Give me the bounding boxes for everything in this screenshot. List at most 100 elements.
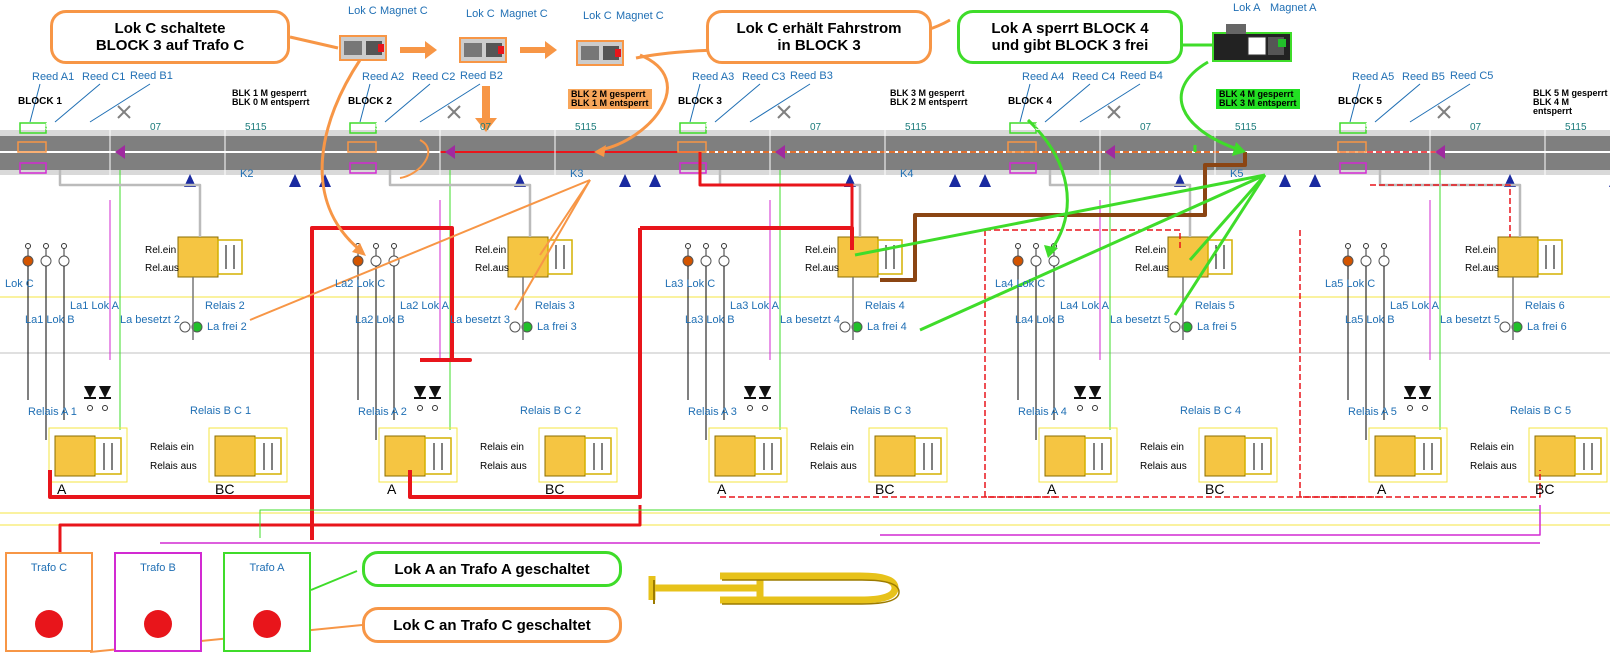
- block-4-diode-term-0: [1077, 405, 1083, 411]
- block-3-k-label: K4: [900, 168, 914, 180]
- arrow-orange-frei3: [514, 179, 591, 311]
- trafo-b: Trafo B: [114, 552, 202, 652]
- block-3-la-frei: La frei 4: [867, 321, 907, 333]
- block-4-la-frei: La frei 5: [1197, 321, 1237, 333]
- block-5-label: BLOCK 5: [1338, 96, 1382, 107]
- block-1-ctrl-relay-coil: [217, 239, 243, 275]
- block-1-dir-arrow: [115, 145, 125, 159]
- block-4-relais-ein: Relais ein: [1140, 442, 1184, 453]
- block-4-reed-ptr-1: [1019, 83, 1031, 123]
- block-2-wire-gray-loop: [388, 170, 532, 237]
- block-1-reed-1: Reed A1: [32, 71, 75, 83]
- block-3-relay-a-body: [714, 435, 756, 477]
- arrow-orange-k3: [599, 53, 669, 152]
- block-2-dir-arrow: [445, 145, 455, 159]
- block-2-lamp-1: [370, 255, 382, 267]
- block-4-lamp-0: [1012, 255, 1024, 267]
- block-5-lamp-2: [1378, 255, 1390, 267]
- block-1-signal-2: [289, 174, 301, 187]
- block-5-status-1: BLK 5 M gesperrt: [1533, 88, 1608, 98]
- block-3-relay-bc-coil: [914, 437, 942, 475]
- arrow-orange-head-1: [594, 145, 606, 157]
- block-5-lamp-0: [1342, 255, 1354, 267]
- block-5-la-lok-a: La5 Lok A: [1390, 300, 1439, 312]
- block-4-lamp-top-0: [1015, 243, 1021, 249]
- block-1-la-lok-c: Lok C: [5, 278, 34, 290]
- block-4-rel-aus: Rel.aus: [1135, 263, 1169, 274]
- block-4-la-besetzt: La besetzt 5: [1110, 314, 1170, 326]
- block-3-diode-1: [759, 386, 771, 398]
- block-4-relay-bc-coil: [1244, 437, 1272, 475]
- block-1-reed-3: Reed B1: [130, 70, 173, 82]
- block-2-code-3: 5115: [575, 122, 597, 133]
- block-5-relay-a-letter: A: [1377, 481, 1387, 497]
- block-1-status-1: BLK 1 M gesperrt: [232, 88, 307, 98]
- lok-a-label: Lok A: [1233, 2, 1261, 14]
- block-3-lamp-1: [700, 255, 712, 267]
- block-2-lamp-top-1: [373, 243, 379, 249]
- block-1-lamp-top-0: [25, 243, 31, 249]
- block-1-reed-ptr-3: [89, 83, 151, 123]
- block-5-reed-box-3: [1337, 141, 1367, 153]
- block-1-relay-bc-coil: [254, 437, 282, 475]
- block-1-diode-term-1: [102, 405, 108, 411]
- lok-c-label-3: Lok C: [583, 10, 612, 22]
- callout-lok-a-sperrt: Lok A sperrt BLOCK 4 und gibt BLOCK 3 fr…: [957, 10, 1183, 64]
- block-3-x-mark-b: [777, 105, 791, 119]
- block-5-relais-a-label: Relais A 5: [1348, 406, 1397, 418]
- block-1-relay-bc-frame: [208, 427, 288, 483]
- block-4-reed-1: Reed A4: [1022, 71, 1065, 83]
- block-3-lamp-besetzt: [839, 321, 851, 333]
- arrow-loco-down: [475, 86, 497, 132]
- block-3-relay-a-letter: A: [717, 481, 727, 497]
- arrow-orange-frei2: [249, 179, 591, 321]
- block-4-diode-0: [1074, 386, 1086, 398]
- block-5-relais-ein: Relais ein: [1470, 442, 1514, 453]
- block-4-status-1: BLK 4 M gesperrt: [1219, 89, 1294, 99]
- callout-lok-a-trafo: Lok A an Trafo A geschaltet: [362, 551, 622, 587]
- block-5-dir-arrow: [1435, 145, 1445, 159]
- block-2-relay-a-frame: [378, 427, 458, 483]
- block-2-status-1: BLK 2 M gesperrt: [571, 89, 646, 99]
- green-bus: [259, 509, 1540, 538]
- block-5-reed-3: Reed C5: [1450, 70, 1494, 82]
- callout-lok-c-fahrstrom: Lok C erhält Fahrstrom in BLOCK 3: [706, 10, 932, 64]
- block-3-relay-ctrl-label: Relais 4: [865, 300, 905, 312]
- block-4-rel-ein: Rel.ein: [1135, 245, 1167, 256]
- block-2-signal-2: [619, 174, 631, 187]
- dashed-red-5: [720, 470, 1541, 498]
- block-1-diode-1: [99, 386, 111, 398]
- block-5-code-2: 07: [1470, 122, 1482, 133]
- block-2-lamp-0: [352, 255, 364, 267]
- block-4-wire-gray-loop: [1048, 170, 1192, 237]
- logo-right-loop: [720, 572, 899, 604]
- arrow-orange-callout-left: [289, 35, 339, 50]
- block-2-relay-bc-coil: [584, 437, 612, 475]
- block-2-la-frei: La frei 3: [537, 321, 577, 333]
- block-4-relay-a-body: [1044, 435, 1086, 477]
- block-5-ctrl-relay-coil: [1537, 239, 1563, 275]
- block-2-reed-box-3: [347, 141, 377, 153]
- callout-lok-c-block3: Lok C schaltete BLOCK 3 auf Trafo C: [50, 10, 290, 64]
- block-5-lamp-frei: [1511, 321, 1523, 333]
- block-2-reed-3: Reed B2: [460, 70, 503, 82]
- block-5-x-mark-b: [1437, 105, 1451, 119]
- dashed-red-3: [1370, 184, 1511, 237]
- block-3-reed-box-2: [679, 162, 707, 174]
- arrow-green-curve-la4: [1026, 118, 1069, 253]
- block-4-lamp-top-1: [1033, 243, 1039, 249]
- block-1-relais-a-label: Relais A 1: [28, 406, 77, 418]
- block-2-la-besetzt: La besetzt 3: [450, 314, 510, 326]
- loco-c-body-0: [344, 41, 362, 55]
- block-5-status-2: BLK 4 M entsperrt: [1533, 97, 1573, 116]
- block-2-la-lok-b: La2 Lok B: [355, 314, 405, 326]
- block-1-reed-ptr-2: [54, 83, 101, 123]
- block-4-relais-aus: Relais aus: [1140, 461, 1187, 472]
- dashed-red-4: [985, 229, 1181, 250]
- block-5-lamp-top-2: [1381, 243, 1387, 249]
- block-4-relais-a-label: Relais A 4: [1018, 406, 1067, 418]
